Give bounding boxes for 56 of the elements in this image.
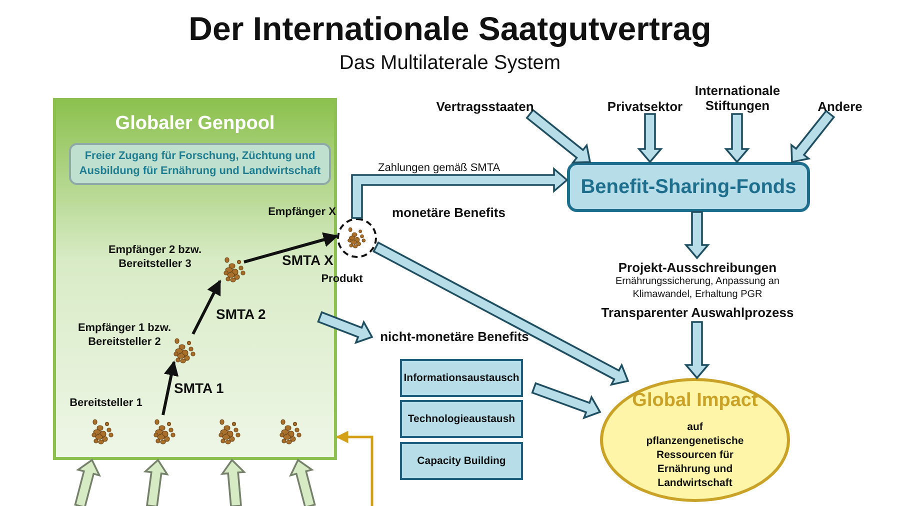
seeds-icon — [153, 418, 177, 446]
note-box — [69, 143, 331, 185]
seeds-icon — [223, 256, 247, 284]
benefit-box — [400, 442, 523, 480]
arrow — [192, 280, 222, 335]
block-arrow — [351, 167, 568, 219]
text-label: monetäre Benefits — [392, 205, 506, 220]
arrow — [336, 430, 374, 506]
block-arrow — [684, 211, 710, 260]
edge-label: Zahlungen gemäß SMTA — [378, 162, 500, 174]
node-label: Capacity Building — [417, 455, 506, 467]
description-text: Ernährungssicherung, Anpassung an Klimawandel, Erhaltung PGR — [614, 275, 780, 301]
node-label: nicht-monetäre Benefits — [380, 328, 529, 344]
subtitle: Das Multilaterale System — [338, 52, 562, 75]
node-label: Freier Zugang für Forschung, Züchtung und Ausbildung für Ernährung und Landwirtschaft — [78, 149, 322, 179]
title: Der Internationale Saatgutvertrag — [188, 10, 712, 48]
node-label: Informationsaustausch — [404, 372, 520, 384]
node-label: Technologieaustaush — [408, 413, 516, 425]
block-arrow — [724, 113, 750, 164]
edge-label: SMTA X — [282, 252, 334, 268]
block-arrow — [74, 458, 102, 506]
block-arrow — [288, 458, 316, 506]
fund-box — [567, 162, 810, 212]
node-caption: Empfänger 1 bzw. Bereitsteller 2 — [76, 321, 172, 349]
block-arrow — [790, 110, 836, 164]
arrow — [244, 232, 338, 264]
block-arrow — [637, 113, 663, 164]
node-label: Andere — [818, 98, 862, 114]
seeds-icon — [218, 418, 242, 446]
node-label: Benefit-Sharing-Fonds — [580, 176, 796, 198]
block-arrow — [684, 321, 710, 380]
benefit-box — [400, 359, 523, 397]
node-label: Privatsektor — [607, 98, 683, 114]
node-caption: Empfänger 2 bzw. Bereitsteller 3 — [107, 243, 203, 271]
description-text: auf pflanzengenetische Ressourcen für Ernährung und Landwirtschaft — [645, 420, 745, 490]
benefit-box — [400, 400, 523, 438]
node-caption: Bereitsteller 1 — [68, 396, 144, 410]
node-label: Projekt-Ausschreibungen — [618, 260, 777, 275]
block-arrow — [372, 241, 630, 386]
edge-label: SMTA 1 — [174, 380, 224, 396]
seeds-icon — [173, 337, 197, 365]
node-label: Global Impact — [632, 390, 758, 412]
block-arrow — [526, 108, 592, 164]
seeds-icon — [91, 418, 115, 446]
node-caption: Empfänger X — [267, 205, 337, 219]
block-arrow — [143, 458, 170, 506]
edge-label: SMTA 2 — [216, 306, 266, 322]
arrow — [162, 360, 179, 416]
block-arrow — [317, 311, 374, 344]
block-arrow — [531, 382, 602, 420]
node-label: Internationale Stiftungen — [694, 83, 782, 113]
seeds-icon — [279, 418, 303, 446]
node-label: Vertragsstaaten — [436, 98, 534, 114]
node-label: Transparenter Auswahlprozess — [601, 305, 794, 320]
node-label: Globaler Genpool — [115, 113, 275, 135]
block-arrow — [220, 458, 246, 506]
